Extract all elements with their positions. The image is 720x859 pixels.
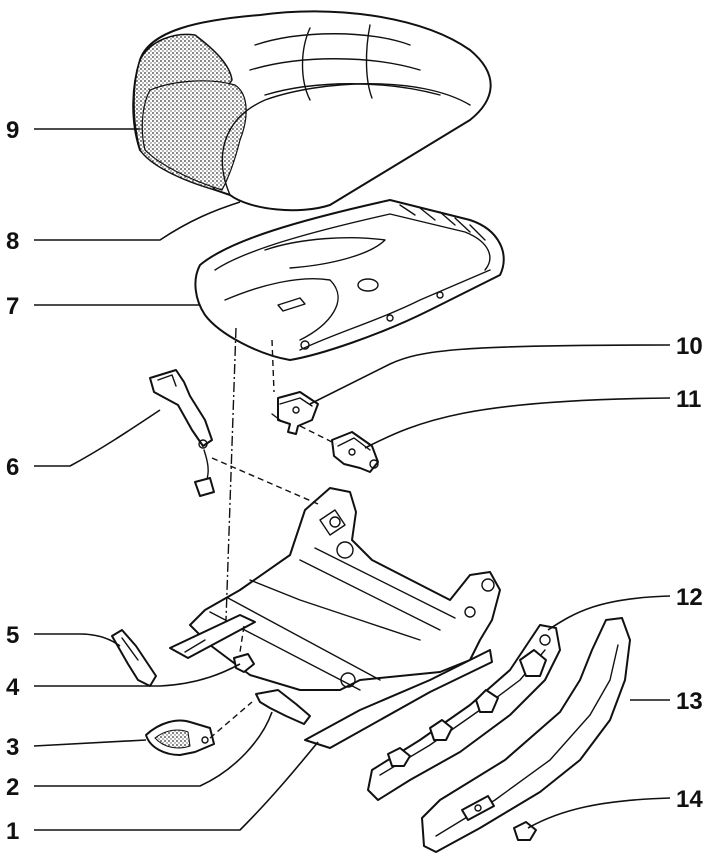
rail-mechanism-part xyxy=(367,624,561,801)
callout-10: 10 xyxy=(676,333,703,360)
seat-belt-buckle-part xyxy=(149,369,215,497)
callout-9: 9 xyxy=(6,117,19,144)
callout-11: 11 xyxy=(676,386,701,413)
callout-5: 5 xyxy=(6,622,19,649)
callout-13: 13 xyxy=(676,688,703,715)
callout-12: 12 xyxy=(676,584,703,611)
callout-7: 7 xyxy=(6,293,19,320)
callout-labels: 9 8 7 10 11 6 12 5 13 4 3 2 14 1 xyxy=(6,117,703,845)
side-trim-part xyxy=(421,617,631,853)
callout-3: 3 xyxy=(6,734,19,761)
leader-lines xyxy=(33,128,671,831)
trim-part-2 xyxy=(255,689,311,725)
assembly-guide-lines xyxy=(209,327,337,739)
seat-frame-part xyxy=(169,487,501,749)
callout-1: 1 xyxy=(6,818,19,845)
seat-pan-part xyxy=(194,199,505,361)
callout-14: 14 xyxy=(676,786,703,813)
callout-2: 2 xyxy=(6,774,19,801)
bracket-part-10 xyxy=(271,391,319,435)
cover-part-5 xyxy=(111,629,157,687)
callout-4: 4 xyxy=(6,674,20,701)
cap-part-3 xyxy=(145,719,215,756)
seat-cushion-part xyxy=(132,10,492,212)
callout-6: 6 xyxy=(6,454,19,481)
bracket-part-11 xyxy=(331,431,379,473)
callout-8: 8 xyxy=(6,228,19,255)
